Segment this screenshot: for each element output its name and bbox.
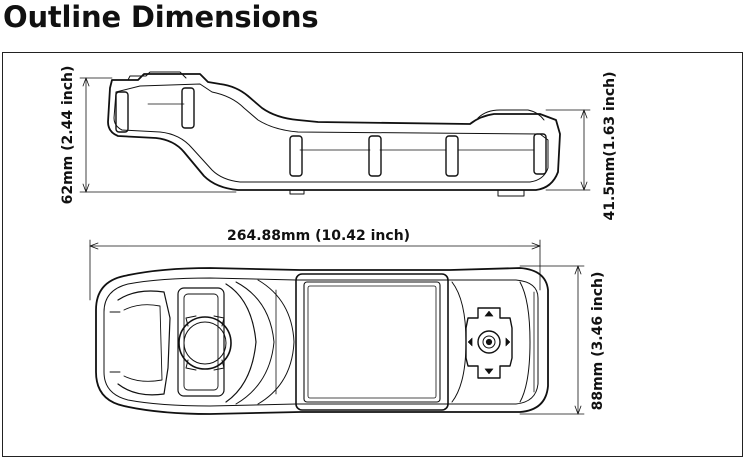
- page-title: Outline Dimensions: [3, 0, 319, 34]
- side-height-label: 62mm (2.44 inch): [60, 65, 76, 205]
- top-width-label: 88mm (3.46 inch): [590, 271, 606, 411]
- top-view-outline: [95, 267, 549, 415]
- side-right-height-label: 41.5mm(1.63 inch): [602, 71, 618, 221]
- drawing-frame: [2, 52, 743, 457]
- top-length-label: 264.88mm (10.42 inch): [227, 228, 411, 244]
- dimension-line-top-length: [89, 239, 541, 301]
- dimension-line-side-height: [79, 77, 237, 193]
- side-view-outline: [107, 71, 561, 197]
- dimension-line-top-width: [519, 265, 585, 415]
- dimension-line-side-right-height: [545, 109, 591, 191]
